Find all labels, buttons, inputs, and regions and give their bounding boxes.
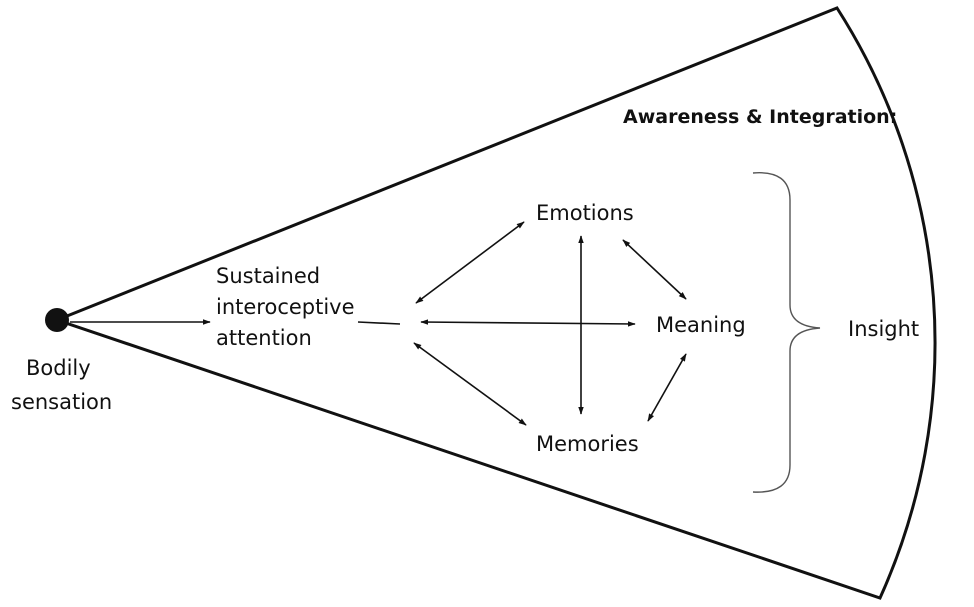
arrow-hub-emotions (415, 221, 525, 304)
node-meaning: Meaning (656, 313, 746, 337)
insight-brace (752, 172, 821, 493)
label-sustained: Sustained (216, 264, 320, 288)
node-emotions: Emotions (536, 201, 634, 225)
arrow-hub-memories (413, 342, 527, 426)
label-interoceptive: interoceptive (216, 295, 355, 319)
origin-dot (45, 308, 69, 332)
cone-outline (52, 6, 937, 600)
label-bodily: Bodily (26, 356, 91, 380)
arrow-meaning-memories (647, 353, 687, 422)
node-insight: Insight (848, 317, 919, 341)
label-sensation: sensation (11, 390, 112, 414)
node-memories: Memories (536, 432, 639, 456)
arrow-emotions-meaning (622, 239, 687, 300)
arrow-hub-meaning (420, 319, 636, 327)
connector-attention (357, 321, 401, 325)
heading-awareness-integration: Awareness & Integration: (623, 106, 897, 128)
label-attention: attention (216, 326, 312, 350)
